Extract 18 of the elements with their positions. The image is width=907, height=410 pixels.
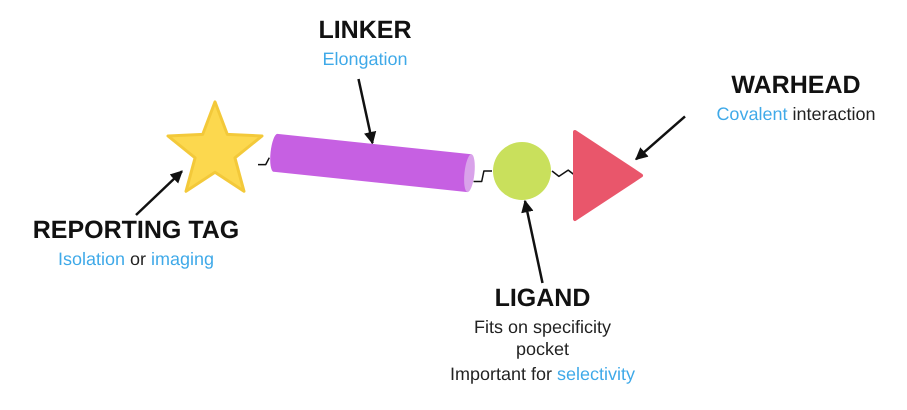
heading: LINKER <box>318 15 412 45</box>
arrow <box>357 78 376 144</box>
description: Isolation or imaging <box>58 248 214 270</box>
wavy-connector <box>474 170 492 182</box>
description: Covalent interaction <box>716 103 876 125</box>
heading: WARHEAD <box>731 70 861 100</box>
arrow <box>135 170 183 216</box>
arrow <box>635 115 686 160</box>
heading: REPORTING TAG <box>32 215 240 245</box>
triangle-shape <box>573 128 643 223</box>
arrow <box>521 200 544 284</box>
description: Fits on specificity pocket <box>472 316 612 360</box>
wavy-connector <box>258 157 270 166</box>
circle-shape <box>492 141 552 201</box>
star-shape <box>165 100 265 195</box>
heading: LIGAND <box>494 283 590 313</box>
description: Important for selectivity <box>450 363 636 385</box>
description: Elongation <box>322 48 408 70</box>
